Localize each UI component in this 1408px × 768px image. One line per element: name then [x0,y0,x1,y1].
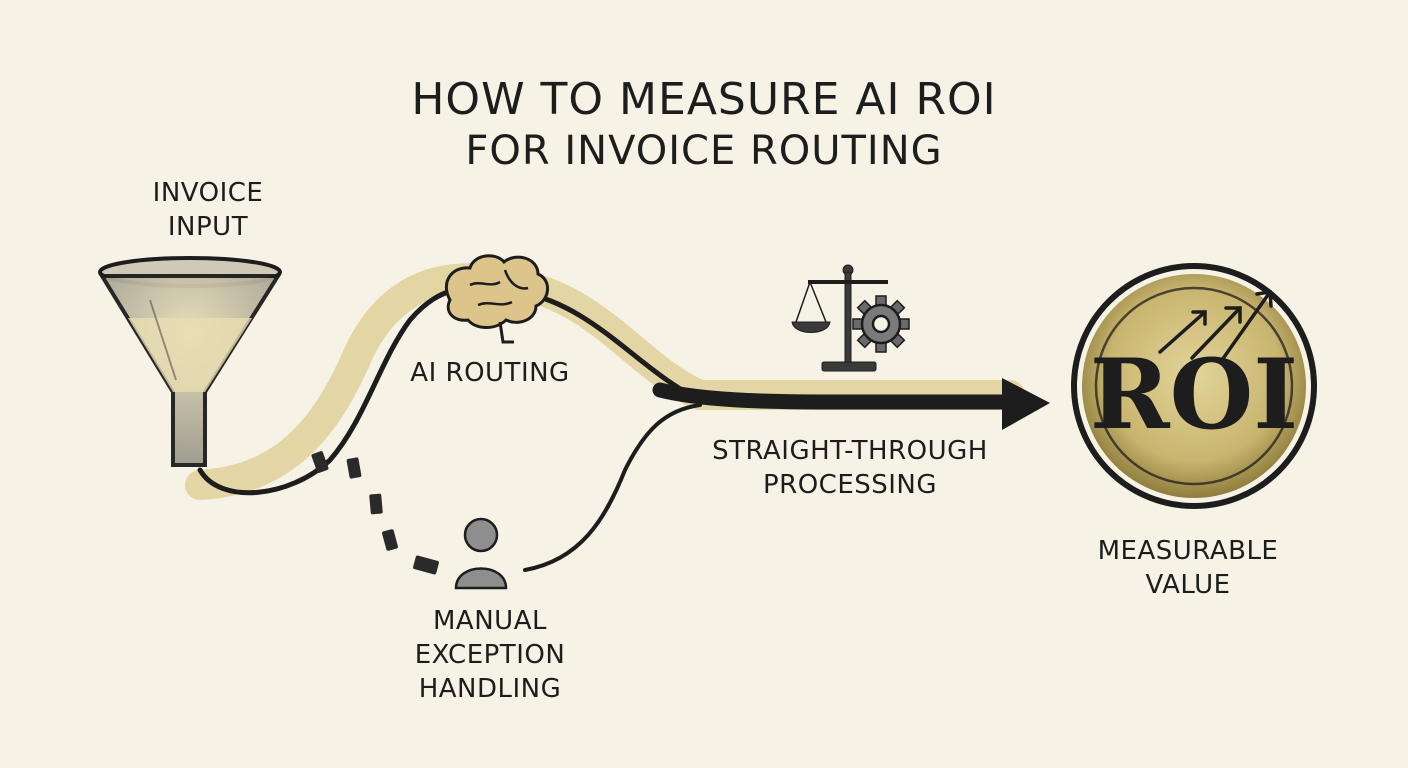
funnel-icon [98,256,282,467]
label-stp-line-1: STRAIGHT-THROUGH [712,436,988,466]
label-manual-line-3: HANDLING [418,674,562,704]
person-icon [454,517,508,590]
label-invoice-input-line-1: INVOICE [152,178,264,208]
label-manual-exception-handling: MANUAL EXCEPTION HANDLING [380,604,600,706]
label-stp-line-2: PROCESSING [762,470,938,500]
brain-icon [444,254,549,344]
scale-icon [791,264,888,372]
manual-return-line [523,403,702,572]
page-title-line-2: FOR INVOICE ROUTING [465,128,943,174]
label-invoice-input: INVOICE INPUT [108,176,308,244]
label-manual-line-2: EXCEPTION [414,640,566,670]
label-manual-line-1: MANUAL [433,606,547,636]
page-title-line-1: HOW TO MEASURE AI ROI [411,74,997,125]
label-measurable-value: MEASURABLE VALUE [1068,534,1308,602]
label-straight-through-processing: STRAIGHT-THROUGH PROCESSING [660,434,1040,502]
straight-through-arrow-shaft [652,382,1018,410]
exception-dashed-path [311,451,439,575]
roi-coin-icon: ROI [1071,263,1317,509]
flow-line-main [197,284,693,496]
growth-arrows-icon [1158,289,1273,362]
gear-icon [852,295,910,353]
label-invoice-input-line-2: INPUT [167,212,249,242]
label-value-line-1: MEASURABLE [1097,536,1279,566]
label-ai-routing: AI ROUTING [410,358,570,388]
straight-through-arrowhead [1002,378,1050,430]
label-value-line-2: VALUE [1145,570,1231,600]
flow-wash [185,263,1025,500]
